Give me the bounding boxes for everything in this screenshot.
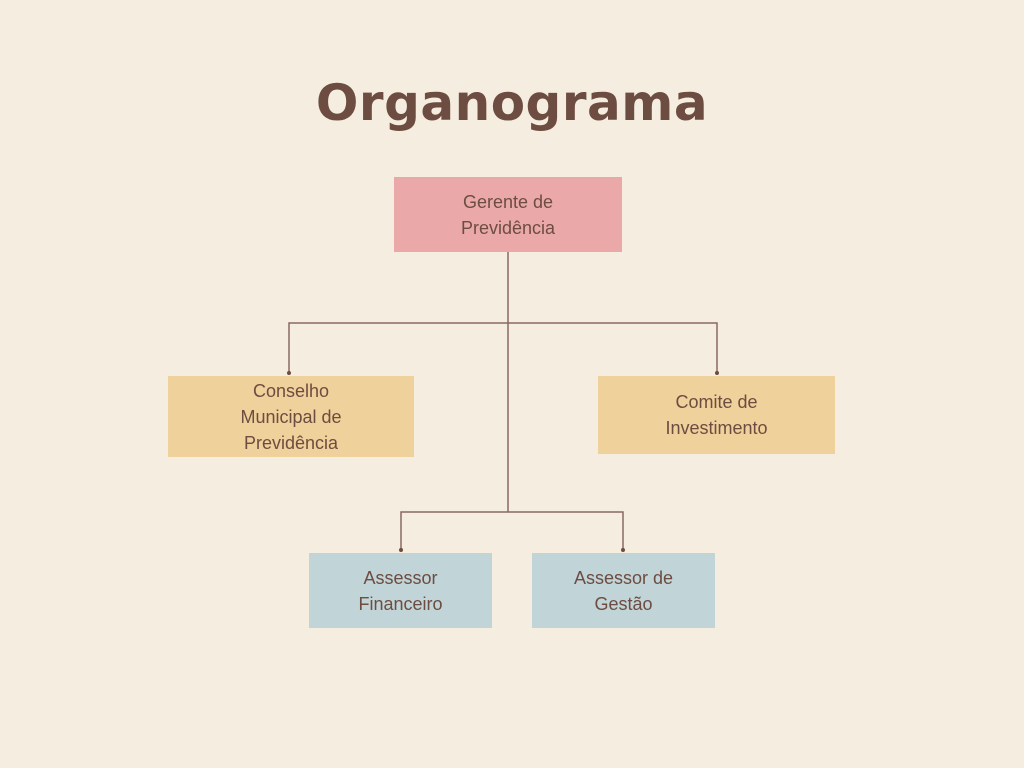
node-committee: Comite de Investimento [598,376,835,454]
node-manager: Gerente de Previdência [394,177,622,252]
connector-to-financial-advisor [400,511,508,550]
connector-to-council [288,322,508,373]
node-financial-advisor: Assessor Financeiro [309,553,492,628]
connector-dot [715,371,719,375]
connector-to-management-advisor [508,511,624,550]
connector-dot [399,548,403,552]
connector-to-committee [508,322,718,373]
node-management-advisor: Assessor de Gestão [532,553,715,628]
connector-dot [287,371,291,375]
connector-dot [621,548,625,552]
node-council: Conselho Municipal de Previdência [168,376,414,457]
page-title: Organograma [315,74,709,132]
